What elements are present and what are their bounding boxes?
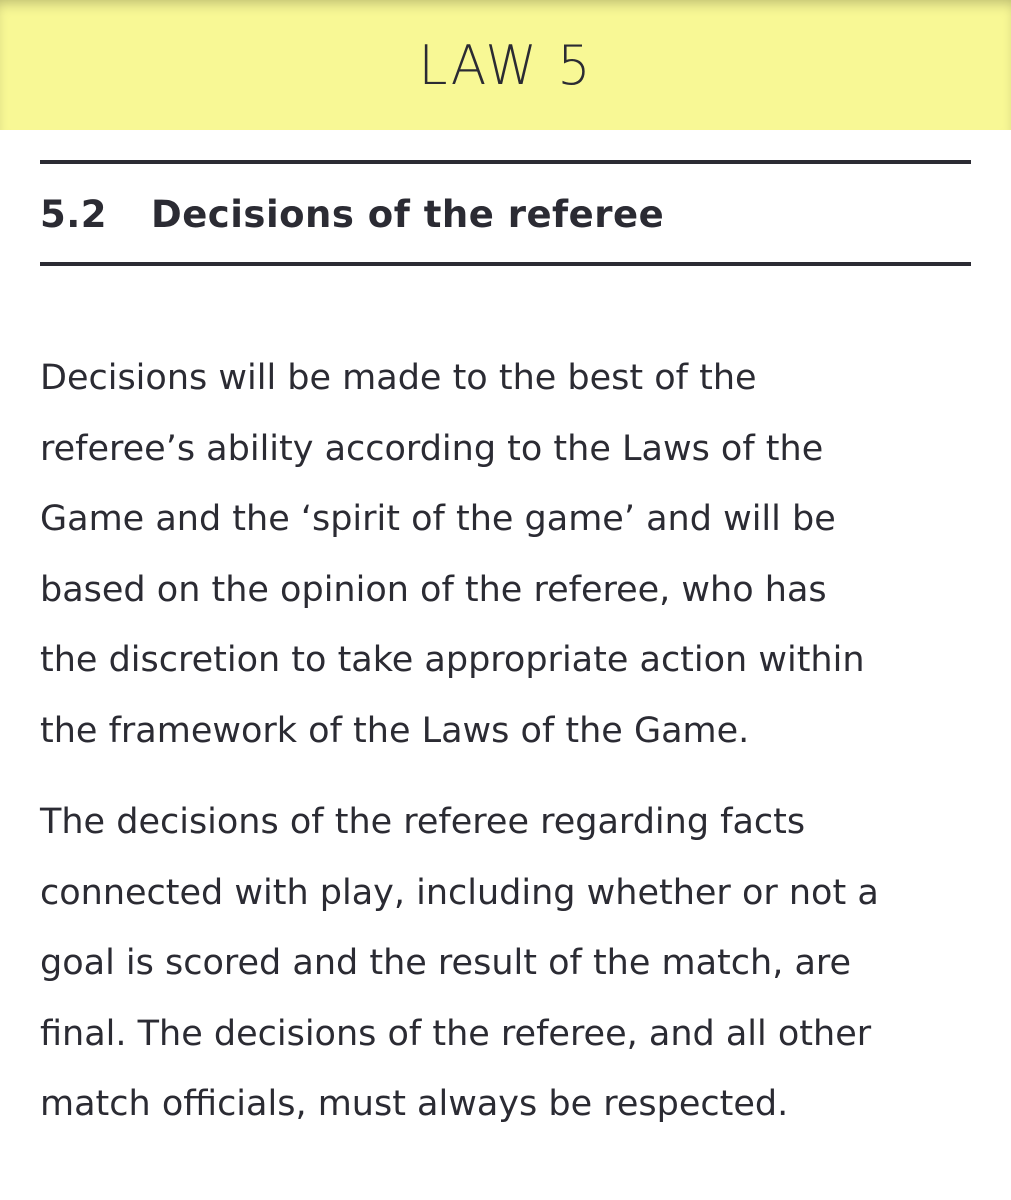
paragraph-line: Game and the ‘spirit of the game’ and wi…	[40, 499, 836, 539]
paragraph-line: The decisions of the referee regarding f…	[40, 802, 806, 842]
paragraph-line: the framework of the Laws of the Game.	[40, 710, 750, 751]
section-top-rule	[40, 160, 971, 164]
paragraph-line: connected with play, including whether o…	[40, 872, 879, 913]
law-title: LAW 5	[418, 34, 593, 98]
paragraph-line: based on the opinion of the referee, who…	[40, 569, 827, 610]
paragraph-line: referee’s ability according to the Laws …	[40, 428, 824, 469]
section-bottom-rule	[40, 262, 971, 266]
law-header-banner: LAW 5	[0, 0, 1011, 130]
section-heading: 5.2 Decisions of the referee	[40, 196, 664, 233]
paragraph-line: Decisions will be made to the best of th…	[40, 358, 757, 398]
paragraph-line: match officials, must always be respecte…	[40, 1084, 789, 1124]
paragraph-line: goal is scored and the result of the mat…	[40, 943, 852, 983]
paragraph-line: the discretion to take appropriate actio…	[40, 640, 865, 680]
paragraph-line: final. The decisions of the referee, and…	[40, 1013, 872, 1054]
paragraph-final-decisions: The decisions of the referee regarding f…	[40, 787, 980, 1140]
section-number: 5.2	[40, 193, 108, 236]
paragraph-decisions: Decisions will be made to the best of th…	[40, 343, 980, 766]
section-title: Decisions of the referee	[151, 193, 665, 236]
